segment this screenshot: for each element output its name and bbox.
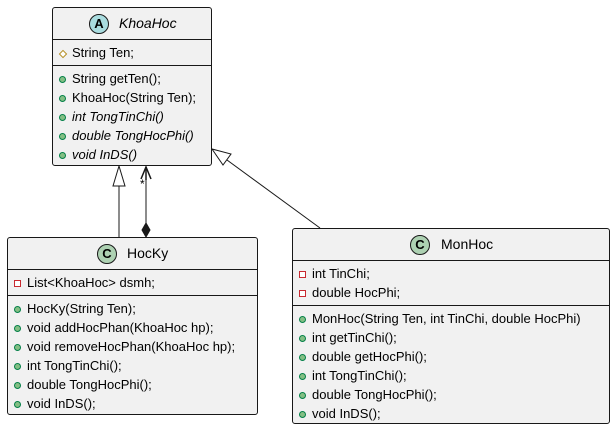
method-text: void InDS();: [27, 396, 96, 411]
monhoc-generalization-line: [226, 159, 321, 229]
method-row: void InDS();: [14, 394, 257, 413]
public-visibility-icon: [14, 363, 21, 370]
class-khoahoc[interactable]: A KhoaHoc String Ten; String getTen(); K…: [52, 7, 212, 166]
field-text: String Ten;: [72, 45, 134, 60]
composition-diamond: [141, 221, 151, 239]
field-row: int TinChi;: [299, 264, 609, 283]
method-row: void InDS();: [299, 404, 609, 423]
method-row: int TongTinChi();: [14, 356, 257, 375]
method-row: void InDS(): [59, 145, 211, 164]
method-row: double TongHocPhi();: [14, 375, 257, 394]
private-visibility-icon: [14, 280, 21, 287]
class-khoahoc-fields: String Ten;: [53, 40, 211, 66]
public-visibility-icon: [14, 325, 21, 332]
method-text: double TongHocPhi();: [312, 387, 437, 402]
class-hocky-fields: List<KhoaHoc> dsmh;: [8, 270, 257, 296]
method-text: void InDS();: [312, 406, 381, 421]
protected-visibility-icon: [58, 49, 68, 59]
field-text: double HocPhi;: [312, 285, 401, 300]
class-hocky-name: HocKy: [127, 245, 169, 261]
method-text: KhoaHoc(String Ten);: [72, 90, 197, 105]
monhoc-generalization-arrowhead: [210, 148, 232, 166]
field-row: double HocPhi;: [299, 283, 609, 302]
method-row: double getHocPhi();: [299, 347, 609, 366]
field-row: List<KhoaHoc> dsmh;: [14, 273, 257, 292]
public-visibility-icon: [299, 411, 306, 418]
method-text: double TongHocPhi();: [27, 377, 152, 392]
class-monhoc[interactable]: C MonHoc int TinChi; double HocPhi; MonH…: [292, 228, 610, 424]
public-visibility-icon: [59, 133, 66, 140]
public-visibility-icon: [14, 401, 21, 408]
composition-multiplicity: *: [140, 177, 145, 191]
class-khoahoc-header: A KhoaHoc: [53, 8, 211, 40]
method-text: String getTen();: [72, 71, 161, 86]
public-visibility-icon: [299, 373, 306, 380]
field-text: List<KhoaHoc> dsmh;: [27, 275, 155, 290]
method-row: double TongHocPhi();: [299, 385, 609, 404]
class-monhoc-name: MonHoc: [441, 236, 494, 252]
method-row: String getTen();: [59, 69, 211, 88]
method-row: int TongTinChi();: [299, 366, 609, 385]
public-visibility-icon: [14, 382, 21, 389]
public-visibility-icon: [299, 392, 306, 399]
method-text: void addHocPhan(KhoaHoc hp);: [27, 320, 214, 335]
class-monhoc-fields: int TinChi; double HocPhi;: [293, 261, 609, 306]
public-visibility-icon: [299, 316, 306, 323]
method-text: int getTinChi();: [312, 330, 397, 345]
field-row: String Ten;: [58, 43, 211, 62]
method-row: MonHoc(String Ten, int TinChi, double Ho…: [299, 309, 609, 328]
public-visibility-icon: [14, 344, 21, 351]
public-visibility-icon: [299, 335, 306, 342]
private-visibility-icon: [299, 290, 306, 297]
public-visibility-icon: [59, 95, 66, 102]
class-hocky-header: C HocKy: [8, 238, 257, 270]
method-row: HocKy(String Ten);: [14, 299, 257, 318]
method-row: int getTinChi();: [299, 328, 609, 347]
public-visibility-icon: [59, 76, 66, 83]
method-text: HocKy(String Ten);: [27, 301, 136, 316]
method-text: void removeHocPhan(KhoaHoc hp);: [27, 339, 236, 354]
method-text: void InDS(): [72, 147, 138, 162]
class-monhoc-methods: MonHoc(String Ten, int TinChi, double Ho…: [293, 306, 609, 426]
method-row: void addHocPhan(KhoaHoc hp);: [14, 318, 257, 337]
hocky-generalization-arrowhead: [112, 164, 126, 187]
class-hocky-methods: HocKy(String Ten); void addHocPhan(KhoaH…: [8, 296, 257, 416]
method-text: int TongTinChi();: [27, 358, 122, 373]
method-row: double TongHocPhi(): [59, 126, 211, 145]
class-icon: C: [410, 235, 430, 255]
public-visibility-icon: [14, 306, 21, 313]
class-hocky[interactable]: C HocKy List<KhoaHoc> dsmh; HocKy(String…: [7, 237, 258, 415]
class-khoahoc-name: KhoaHoc: [119, 15, 177, 31]
method-text: int TongTinChi(): [72, 109, 164, 124]
method-text: double getHocPhi();: [312, 349, 427, 364]
public-visibility-icon: [299, 354, 306, 361]
method-row: int TongTinChi(): [59, 107, 211, 126]
field-text: int TinChi;: [312, 266, 370, 281]
public-visibility-icon: [59, 152, 66, 159]
class-monhoc-header: C MonHoc: [293, 229, 609, 261]
method-text: double TongHocPhi(): [72, 128, 194, 143]
class-khoahoc-methods: String getTen(); KhoaHoc(String Ten); in…: [53, 66, 211, 167]
method-row: void removeHocPhan(KhoaHoc hp);: [14, 337, 257, 356]
method-text: int TongTinChi();: [312, 368, 407, 383]
method-text: MonHoc(String Ten, int TinChi, double Ho…: [312, 311, 581, 326]
private-visibility-icon: [299, 271, 306, 278]
public-visibility-icon: [59, 114, 66, 121]
class-icon: C: [97, 244, 117, 264]
abstract-class-icon: A: [89, 14, 109, 34]
method-row: KhoaHoc(String Ten);: [59, 88, 211, 107]
